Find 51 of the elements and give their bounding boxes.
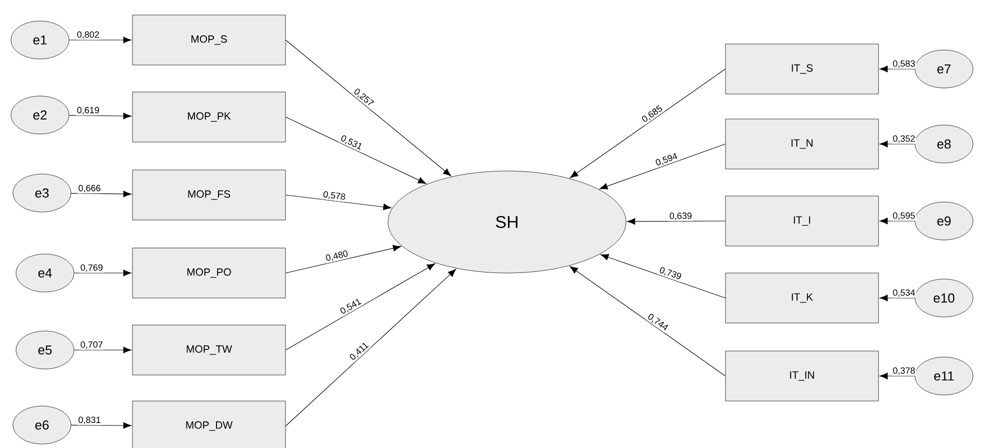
indicator-box: MOP_FS xyxy=(132,170,286,220)
indicator-box: MOP_TW xyxy=(132,324,286,376)
arrow xyxy=(599,144,726,190)
arrow xyxy=(68,36,132,44)
arrow xyxy=(880,372,916,380)
edge-label: 0,534 xyxy=(893,289,915,297)
indicator-box: IT_IN xyxy=(725,350,879,402)
arrow xyxy=(570,266,726,376)
arrow xyxy=(880,218,916,224)
arrow xyxy=(74,270,132,276)
arrow xyxy=(285,40,452,176)
edge-label: 0,707 xyxy=(80,341,102,349)
edge-label: 0,578 xyxy=(323,191,346,200)
edge-label: 0,595 xyxy=(893,212,915,220)
edge-label: 0,583 xyxy=(893,60,915,68)
edge-label: 0,352 xyxy=(893,135,915,143)
edge-label: 0,619 xyxy=(77,106,99,114)
indicator-box: IT_I xyxy=(725,196,879,246)
edge-label: 0,666 xyxy=(78,184,100,192)
edge-label: 0,639 xyxy=(670,212,692,220)
arrow xyxy=(285,268,456,426)
edge-label: 0,594 xyxy=(656,152,678,166)
arrow xyxy=(285,263,436,350)
arrow xyxy=(880,140,916,148)
edge-label: 0,831 xyxy=(78,416,100,424)
edge-label: 0,378 xyxy=(893,367,915,375)
indicator-box: MOP_PK xyxy=(132,92,286,142)
indicator-box: MOP_PO xyxy=(132,248,286,298)
arrow xyxy=(627,218,726,225)
indicator-box: MOP_S xyxy=(132,14,286,66)
arrow xyxy=(68,112,132,120)
arrow xyxy=(74,346,132,354)
arrow xyxy=(285,116,426,184)
arrow xyxy=(880,66,916,72)
indicator-box: IT_N xyxy=(725,118,879,170)
edge-label: 0,541 xyxy=(340,298,362,314)
arrow xyxy=(880,294,916,302)
arrow xyxy=(285,244,402,274)
indicator-box: IT_S xyxy=(725,44,879,94)
arrow xyxy=(600,254,726,298)
arrow xyxy=(285,194,392,210)
indicator-box: MOP_DW xyxy=(132,400,286,448)
edge-label: 0,769 xyxy=(80,264,102,272)
arrow xyxy=(570,68,726,178)
edge-label: 0,802 xyxy=(77,31,99,39)
edge-label: 0,739 xyxy=(660,267,682,280)
edge-label: 0,480 xyxy=(326,250,348,261)
arrow xyxy=(70,422,132,429)
arrow xyxy=(70,190,132,198)
edge-label: 0,531 xyxy=(341,135,362,150)
indicator-box: IT_K xyxy=(725,272,879,324)
